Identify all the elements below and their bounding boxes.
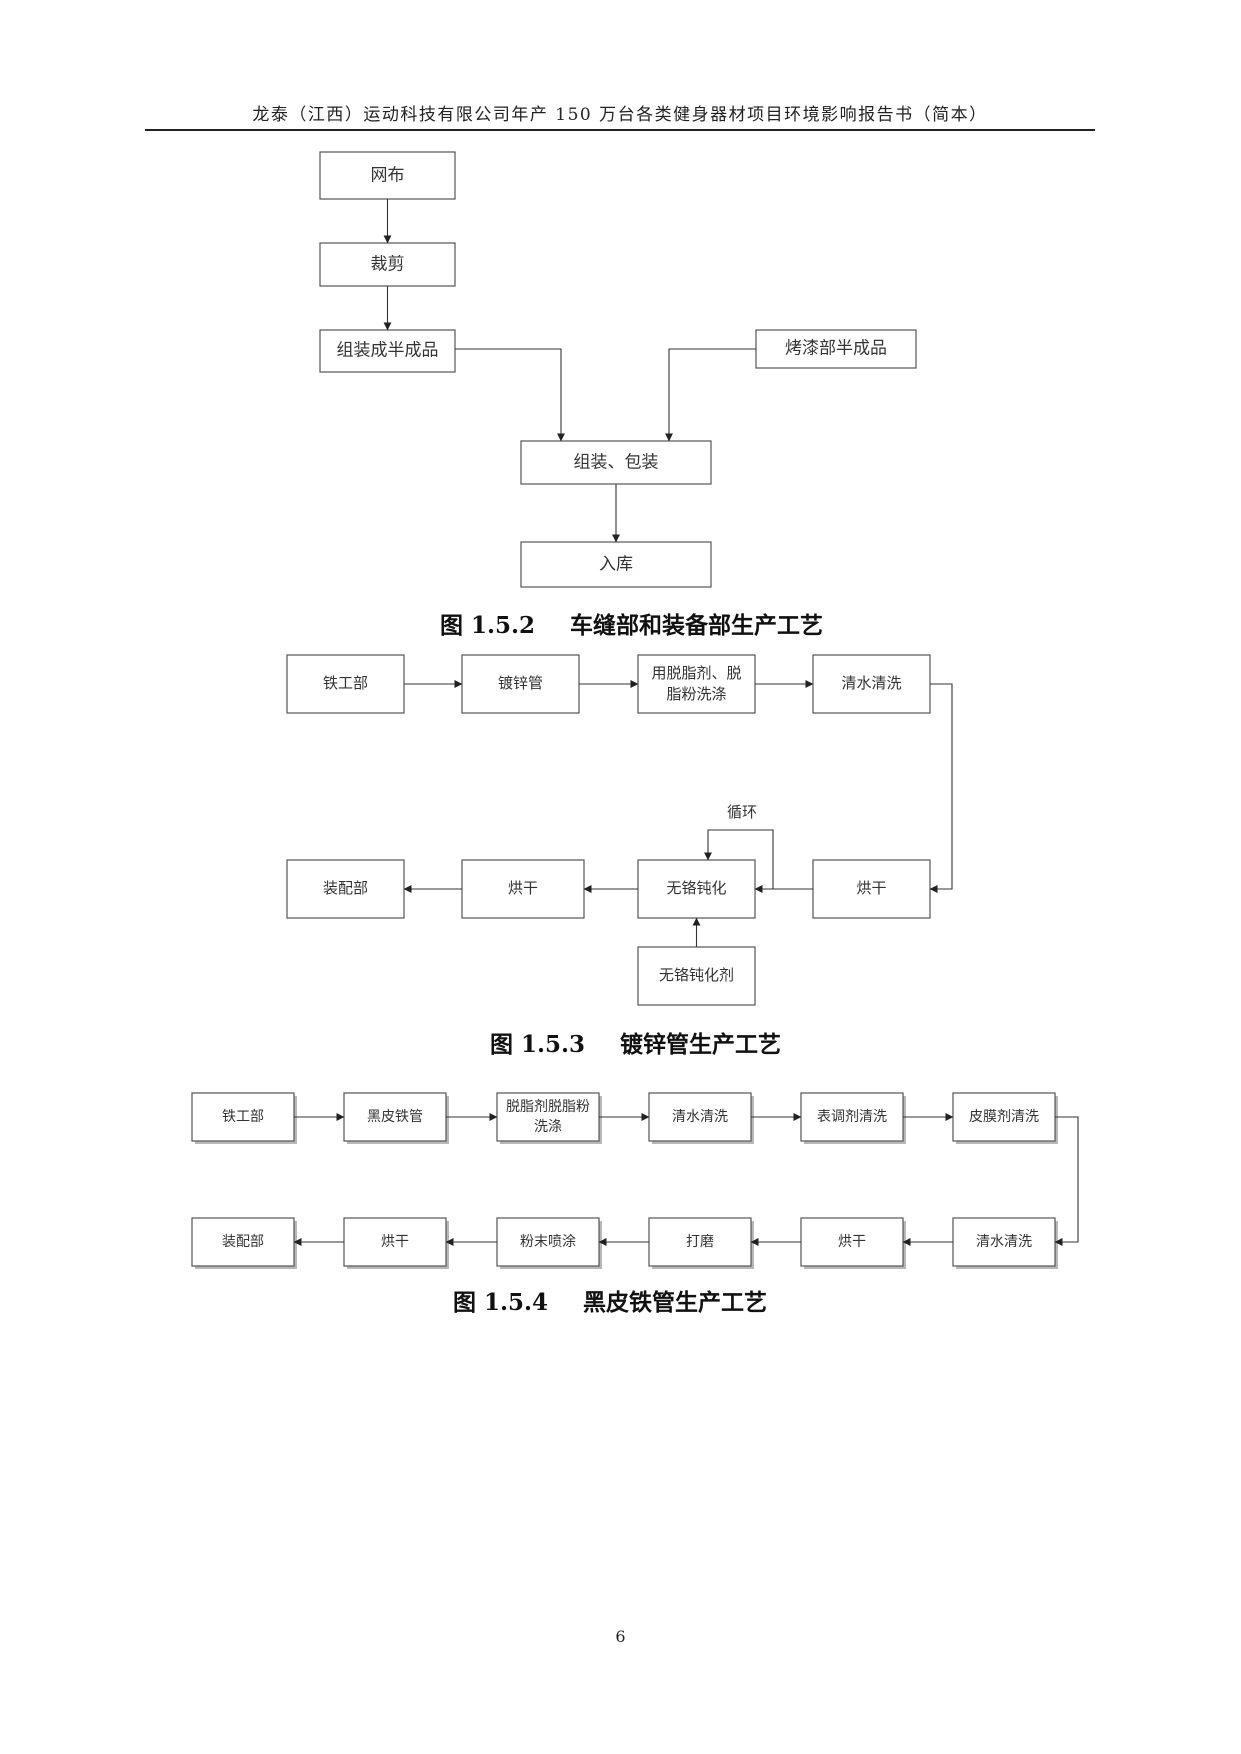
node-iron-dept-label: 铁工部 <box>323 674 368 692</box>
figure-1-5-4-diagram: 铁工部 黑皮铁管 脱脂剂脱脂粉 洗涤 清水清洗 表调剂清洗 皮膜剂清洗 <box>191 1092 1079 1269</box>
node-assembly-dept-4-label: 装配部 <box>222 1234 264 1250</box>
node-water-wash-4a-label: 清水清洗 <box>672 1109 728 1125</box>
report-header-title: 龙泰（江西）运动科技有限公司年产 150 万台各类健身器材项目环境影响报告书（简… <box>252 105 988 125</box>
node-dry-right: 烘干 <box>812 859 931 919</box>
node-degrease-4: 脱脂剂脱脂粉 洗涤 <box>496 1092 602 1144</box>
node-water-wash-4a: 清水清洗 <box>648 1092 754 1144</box>
node-dry-right-label: 烘干 <box>856 879 886 897</box>
node-assembly-dept-4: 装配部 <box>191 1217 297 1269</box>
node-mesh-label: 网布 <box>371 166 405 186</box>
node-passivation: 无铬钝化 <box>637 859 756 919</box>
node-dry-left: 烘干 <box>461 859 585 919</box>
node-passivator: 无铬钝化剂 <box>637 946 756 1006</box>
node-degrease-4-label-line1: 脱脂剂脱脂粉 <box>506 1099 590 1115</box>
node-passivation-label: 无铬钝化 <box>666 879 726 897</box>
figure-1-5-3-diagram: 铁工部 镀锌管 用脱脂剂、脱 脂粉洗涤 清水清洗 装配部 烘干 无铬钝化 <box>286 654 953 1006</box>
node-polish: 打磨 <box>648 1217 754 1269</box>
arrow-assemble-semi-to-pack <box>455 348 565 442</box>
node-assemble-semi: 组装成半成品 <box>319 329 456 373</box>
figure-1-5-4-number: 图 1.5.4 <box>453 1289 549 1316</box>
node-iron-dept: 铁工部 <box>286 654 405 714</box>
node-dry-4b: 烘干 <box>343 1217 449 1269</box>
node-film-agent: 皮膜剂清洗 <box>952 1092 1058 1144</box>
figure-1-5-4-title: 黑皮铁管生产工艺 <box>583 1289 767 1316</box>
node-powder-coat-label: 粉末喷涂 <box>520 1234 576 1250</box>
figure-1-5-2-number: 图 1.5.2 <box>440 612 536 639</box>
node-degrease-label-line1: 用脱脂剂、脱 <box>651 664 741 682</box>
node-water-wash: 清水清洗 <box>812 654 931 714</box>
node-degrease-label-line2: 脂粉洗涤 <box>666 685 726 703</box>
figure-1-5-3-caption: 图 1.5.3 镀锌管生产工艺 <box>490 1025 781 1059</box>
node-iron-dept-4: 铁工部 <box>191 1092 297 1144</box>
node-paint-semi: 烤漆部半成品 <box>755 329 917 369</box>
figure-1-5-3-number: 图 1.5.3 <box>490 1031 586 1058</box>
node-film-agent-label: 皮膜剂清洗 <box>969 1109 1039 1125</box>
node-mesh: 网布 <box>319 151 456 200</box>
node-galv-pipe: 镀锌管 <box>461 654 580 714</box>
figure-1-5-3-title: 镀锌管生产工艺 <box>620 1031 781 1058</box>
arrow-4-film-to-wash2 <box>1054 1116 1079 1246</box>
node-passivator-label: 无铬钝化剂 <box>659 966 734 984</box>
node-assemble-pack-label: 组装、包装 <box>574 453 659 473</box>
figure-1-5-2-title: 车缝部和装备部生产工艺 <box>570 612 823 639</box>
figure-1-5-2-diagram: 网布 裁剪 组装成半成品 烤漆部半成品 组装、包装 入库 <box>319 151 917 588</box>
node-surface-cond-label: 表调剂清洗 <box>817 1109 887 1125</box>
node-degrease-4-label-line2: 洗涤 <box>534 1119 562 1135</box>
arrow-paint-semi-to-pack <box>665 348 756 442</box>
header-rule <box>145 129 1095 131</box>
node-cutting-label: 裁剪 <box>371 255 405 275</box>
node-dry-4a: 烘干 <box>800 1217 906 1269</box>
node-black-pipe-label: 黑皮铁管 <box>367 1109 423 1125</box>
node-degrease: 用脱脂剂、脱 脂粉洗涤 <box>637 654 756 714</box>
figure-1-5-2-caption: 图 1.5.2 车缝部和装备部生产工艺 <box>440 606 823 640</box>
arrow-recycle-loop <box>704 829 774 889</box>
node-surface-cond: 表调剂清洗 <box>800 1092 906 1144</box>
node-assembly-dept: 装配部 <box>286 859 405 919</box>
node-water-wash-4b-label: 清水清洗 <box>976 1234 1032 1250</box>
page-number: 6 <box>615 1627 626 1646</box>
node-paint-semi-label: 烤漆部半成品 <box>785 339 887 359</box>
node-water-wash-label: 清水清洗 <box>841 674 901 692</box>
node-galv-pipe-label: 镀锌管 <box>498 674 543 692</box>
node-dry-left-label: 烘干 <box>508 879 538 897</box>
node-assemble-semi-label: 组装成半成品 <box>337 341 439 361</box>
node-black-pipe: 黑皮铁管 <box>343 1092 449 1144</box>
node-water-wash-4b: 清水清洗 <box>952 1217 1058 1269</box>
node-powder-coat: 粉末喷涂 <box>496 1217 602 1269</box>
arrow-wash-to-dry-right <box>929 683 953 893</box>
loop-label: 循环 <box>727 803 757 821</box>
node-assemble-pack: 组装、包装 <box>520 440 712 485</box>
node-dry-4a-label: 烘干 <box>838 1234 866 1250</box>
node-polish-label: 打磨 <box>686 1233 714 1250</box>
node-warehouse: 入库 <box>520 541 712 588</box>
node-iron-dept-4-label: 铁工部 <box>222 1109 264 1125</box>
node-dry-4b-label: 烘干 <box>381 1234 409 1250</box>
node-warehouse-label: 入库 <box>599 555 633 575</box>
node-assembly-dept-label: 装配部 <box>323 879 368 897</box>
node-cutting: 裁剪 <box>319 242 456 287</box>
figure-1-5-4-caption: 图 1.5.4 黑皮铁管生产工艺 <box>453 1283 767 1317</box>
